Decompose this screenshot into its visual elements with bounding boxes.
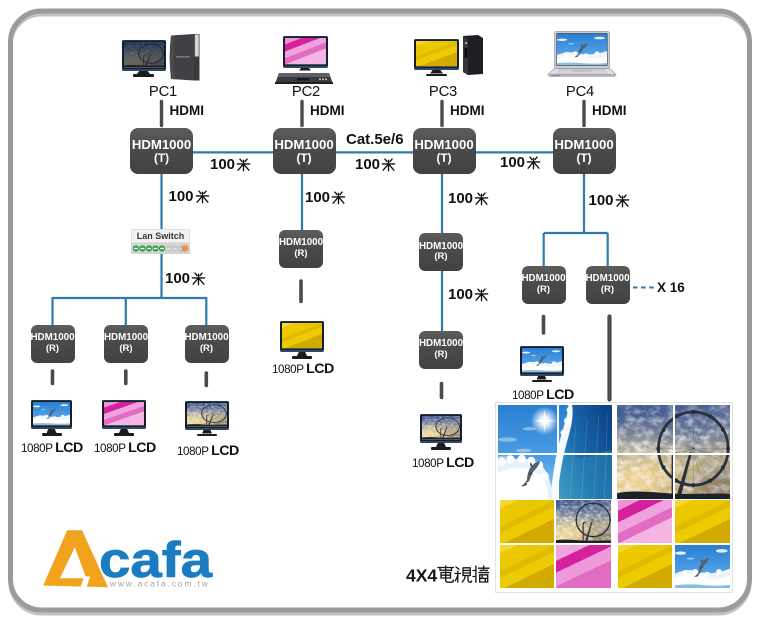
- svg-text:4X4: 4X4: [406, 566, 437, 586]
- svg-text:cafa: cafa: [99, 533, 212, 588]
- svg-text:www.acafa.com.tw: www.acafa.com.tw: [109, 579, 210, 589]
